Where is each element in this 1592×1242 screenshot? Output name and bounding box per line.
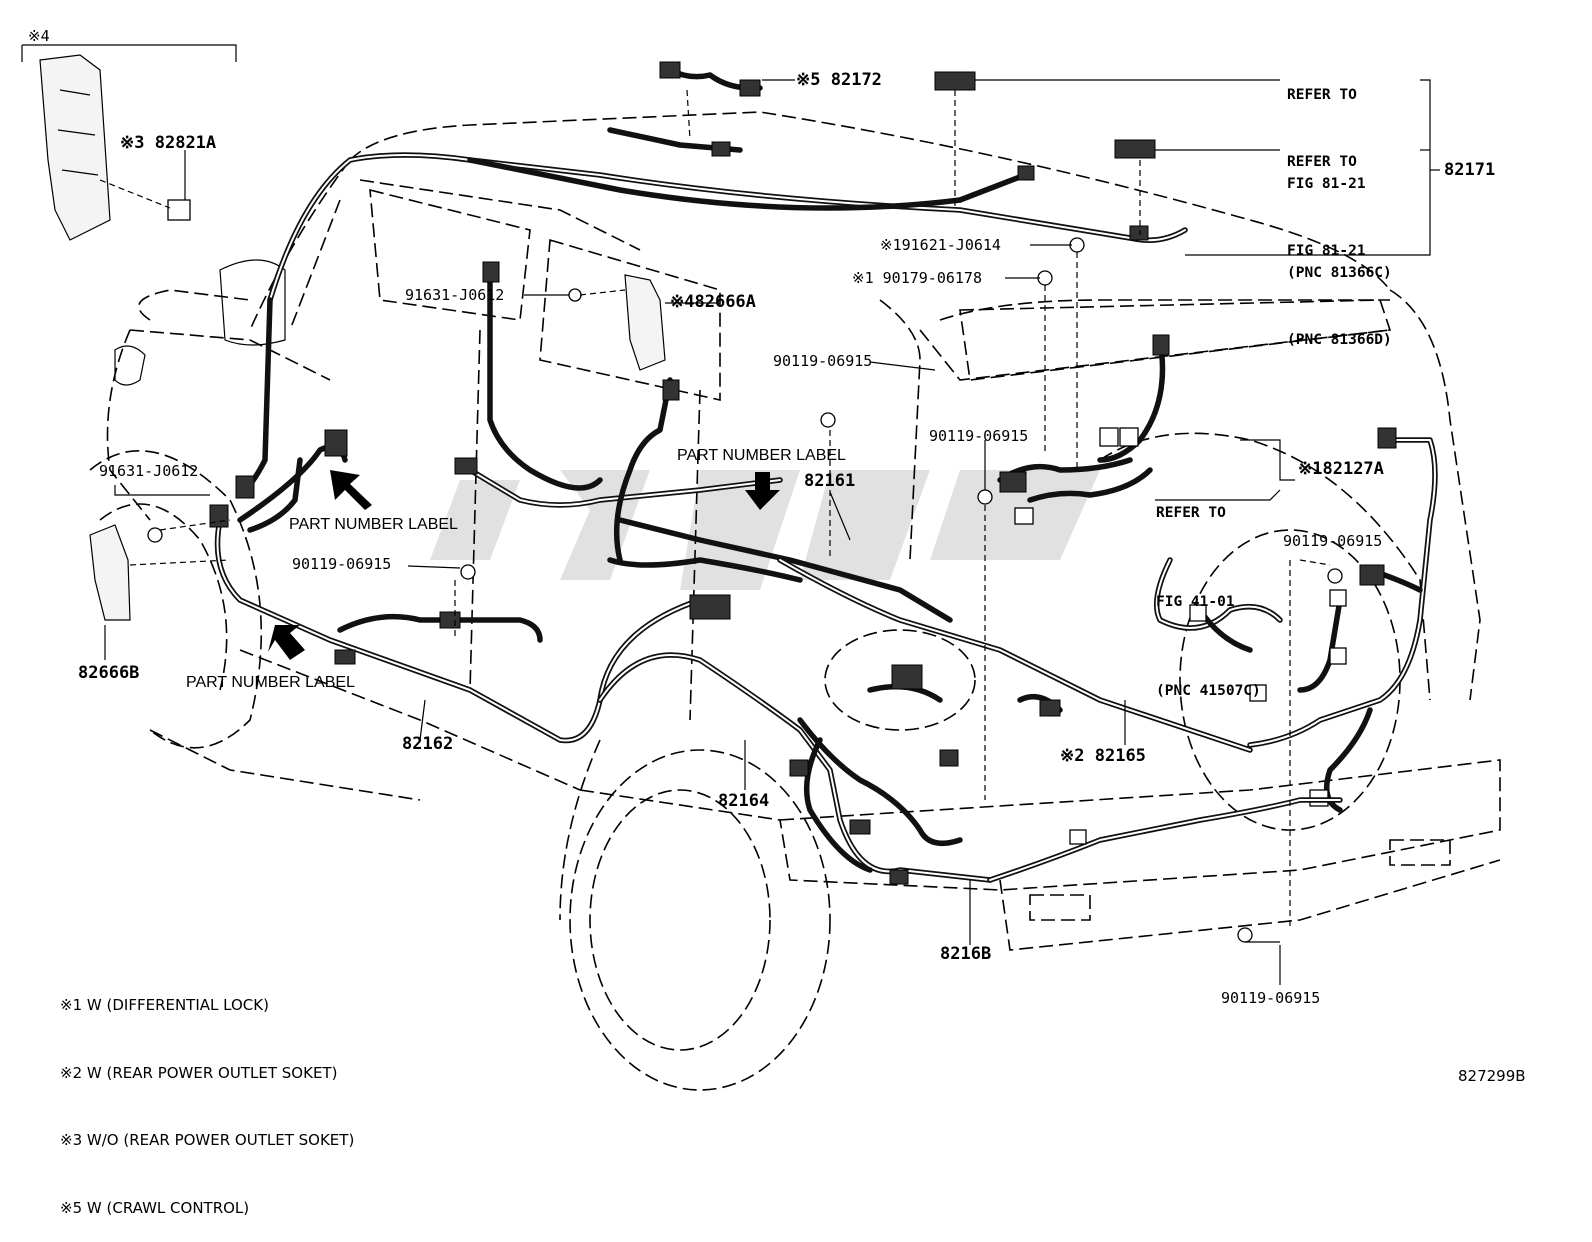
fastener-91621-label: ※191621-J0614 [880, 237, 1001, 254]
legend-mark: ※5 [60, 1198, 83, 1217]
ref-81366D-line2: FIG 81-21 [1287, 243, 1366, 259]
wiring-diagram: ※4 ※5 82172 ※3 82821A REFER TO FIG 81-21… [21, 27, 1526, 1217]
part-82666A-number: 82666A [694, 292, 756, 312]
part-82164-label: 82164 [718, 791, 770, 811]
part-82161-label: 82161 [804, 471, 856, 491]
vehicle-drawing [21, 44, 1501, 1091]
part-82165-mark: ※2 [1060, 746, 1085, 766]
arrows [268, 470, 780, 660]
fastener-90179-number: 90179-06178 [882, 269, 982, 287]
harness-main-82164 [597, 594, 1063, 885]
fastener-90179-label: ※1 90179-06178 [852, 270, 982, 287]
legend-text: W (CRAWL CONTROL) [86, 1198, 250, 1217]
fastener-91631-top-label: 91631-J0612 [405, 286, 505, 304]
legend-mark: ※1 [60, 996, 83, 1014]
legend-mark: ※3 [60, 1131, 83, 1149]
part-82165-number: 82165 [1094, 746, 1146, 766]
part-8216B-label: 8216B [940, 944, 992, 964]
harness-rear-82165 [1097, 334, 1438, 813]
harness-diff-lock-82127A [997, 427, 1153, 525]
fastener-90119-e-label: 90119-06915 [1221, 989, 1321, 1007]
harness-floor-82162 [209, 429, 703, 744]
part-82127A-number: 82127A [1322, 459, 1384, 479]
part-82165-label: ※2 82165 [1060, 748, 1146, 765]
ref-41507C: REFER TO FIG 41-01 (PNC 41507C) [1156, 471, 1261, 717]
ref-81366C-line3: (PNC 81366C) [1287, 265, 1392, 281]
fastener-90119-a-label: 90119-06915 [773, 352, 873, 370]
part-82172-mark: ※5 [796, 70, 821, 90]
legend: ※1 W (DIFFERENTIAL LOCK) ※2 W (REAR POWE… [60, 949, 354, 1242]
ref-81366C: REFER TO FIG 81-21 (PNC 81366C) [1287, 53, 1392, 299]
connector-81366C [934, 71, 976, 91]
legend-mark: ※2 [60, 1063, 83, 1082]
ref-81366D: REFER TO FIG 81-21 (PNC 81366D) [1287, 120, 1392, 366]
legend-text: W (DIFFERENTIAL LOCK) [86, 996, 269, 1014]
ref-81366C-line2: FIG 81-21 [1287, 176, 1366, 192]
fastener-90119-d-label: 90119-06915 [292, 555, 392, 573]
legend-item: ※3 W/O (REAR POWER OUTLET SOKET) [60, 1129, 354, 1152]
clip-82666A-assembly [624, 274, 666, 371]
harness-roof-82171 [235, 127, 1188, 499]
part-82171-label: 82171 [1444, 160, 1496, 180]
fastener-91631-left-label: 91631-J0612 [99, 462, 199, 480]
part-82666A-mark: ※4 [670, 292, 695, 312]
legend-item: ※5 W (CRAWL CONTROL) [60, 1197, 354, 1220]
part-82127A-label: ※182127A [1298, 461, 1384, 478]
harness-side-82161 [454, 261, 953, 623]
legend-item: ※2 W (REAR POWER OUTLET SOKET) [60, 1062, 354, 1085]
part-82821A-number: 82821A [154, 133, 217, 153]
part-82127A-mark: ※1 [1298, 459, 1323, 479]
connector-82172 [659, 61, 763, 97]
fastener-90119-b-label: 90119-06915 [929, 427, 1029, 445]
part-82666B-label: 82666B [78, 663, 140, 683]
leader-lines [21, 44, 1440, 985]
part-82172-label: ※5 82172 [796, 72, 882, 89]
part-82172-number: 82172 [830, 70, 882, 90]
connector-81366D [1114, 139, 1156, 159]
harness-bumper-8216B [777, 557, 1343, 883]
ref-81366D-line3: (PNC 81366D) [1287, 332, 1392, 348]
part-number-label-center: PART NUMBER LABEL [677, 447, 846, 464]
part-82821A-label: ※3 82821A [120, 135, 216, 152]
fasteners [147, 237, 1343, 943]
fastener-90179-mark: ※1 [852, 269, 874, 287]
bracket-82821A-assembly [39, 54, 191, 241]
fastener-90119-c-label: 90119-06915 [1283, 532, 1383, 550]
legend-item: ※1 W (DIFFERENTIAL LOCK) [60, 994, 354, 1017]
vehicle-outline [89, 111, 1501, 1091]
fastener-91621-mark: ※1 [880, 236, 902, 254]
legend-text: W/O (REAR POWER OUTLET SOKET) [86, 1131, 355, 1149]
part-82162-label: 82162 [402, 734, 454, 754]
fastener-91621-number: 91621-J0614 [901, 236, 1001, 254]
part-82821A-mark: ※3 [120, 133, 145, 153]
clip-82666B-assembly [89, 524, 131, 621]
ref-41507C-line3: (PNC 41507C) [1156, 683, 1261, 699]
ref-41507C-line1: REFER TO [1156, 505, 1226, 521]
ref-81366C-line1: REFER TO [1287, 87, 1357, 103]
part-82666A-label: ※482666A [670, 294, 756, 311]
part-number-label-left: PART NUMBER LABEL [289, 516, 458, 533]
diagram-id: 827299B [1458, 1067, 1526, 1085]
group-mark-4: ※4 [28, 27, 50, 45]
part-number-label-bottom: PART NUMBER LABEL [186, 674, 355, 691]
ref-41507C-line2: FIG 41-01 [1156, 594, 1235, 610]
legend-text: W (REAR POWER OUTLET SOKET) [86, 1063, 338, 1082]
ref-81366D-line1: REFER TO [1287, 154, 1357, 170]
